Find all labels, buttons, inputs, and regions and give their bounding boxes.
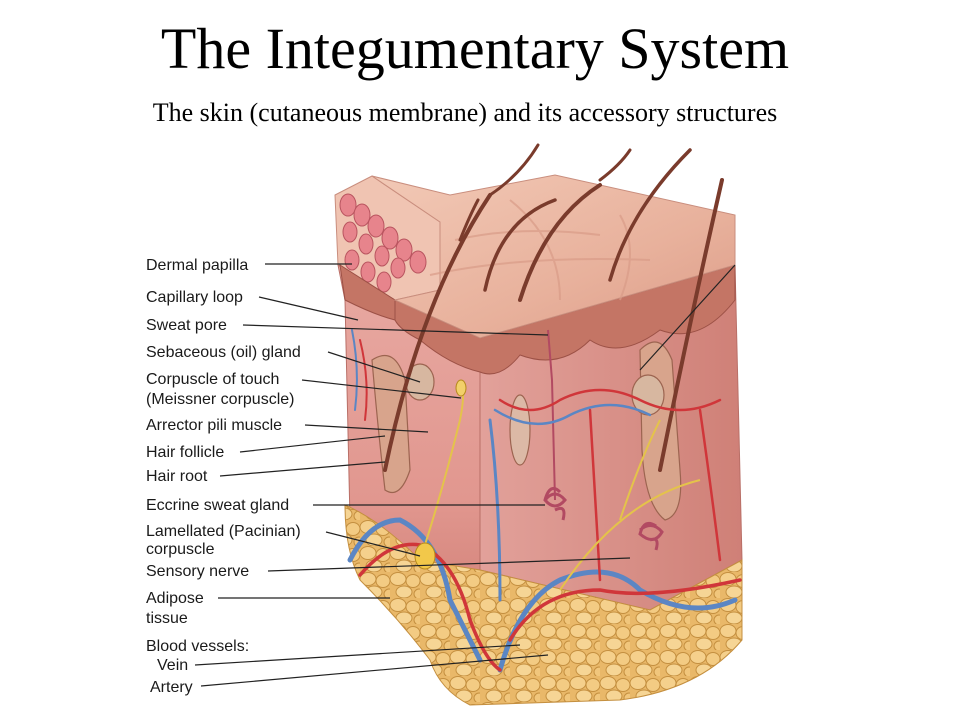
eccrine-sweat-glands bbox=[543, 329, 664, 551]
label-lamellated-corpuscle-2: corpuscle bbox=[146, 541, 215, 558]
label-adipose: Adipose bbox=[146, 590, 204, 607]
label-artery: Artery bbox=[150, 679, 193, 696]
label-capillary-loop: Capillary loop bbox=[146, 289, 243, 306]
meissner-corpuscle bbox=[455, 379, 467, 397]
slide-subtitle: The skin (cutaneous membrane) and its ac… bbox=[152, 98, 778, 127]
structure-labels: Dermal papilla Capillary loop Sweat pore… bbox=[146, 257, 301, 696]
leader-lines bbox=[194, 263, 736, 687]
label-adipose-tissue: tissue bbox=[146, 610, 188, 627]
label-sweat-pore: Sweat pore bbox=[146, 317, 227, 334]
hairs bbox=[383, 143, 724, 472]
epidermis-cutaway bbox=[334, 175, 441, 301]
label-dermal-papilla: Dermal papilla bbox=[146, 257, 248, 274]
label-hair-follicle: Hair follicle bbox=[146, 444, 224, 461]
label-corpuscle-of-touch: Corpuscle of touch bbox=[146, 371, 279, 388]
slide-title: The Integumentary System bbox=[160, 16, 790, 81]
pacinian-corpuscle bbox=[414, 542, 436, 570]
label-hair-root: Hair root bbox=[146, 468, 208, 485]
label-vein: Vein bbox=[157, 657, 188, 674]
label-lamellated-corpuscle: Lamellated (Pacinian) bbox=[146, 523, 301, 540]
label-blood-vessels: Blood vessels: bbox=[146, 638, 249, 655]
label-arrector-pili-muscle: Arrector pili muscle bbox=[146, 417, 282, 434]
label-sebaceous-gland: Sebaceous (oil) gland bbox=[146, 344, 301, 361]
label-meissner-corpuscle: (Meissner corpuscle) bbox=[146, 391, 294, 408]
skin-surface bbox=[371, 174, 736, 339]
label-sensory-nerve: Sensory nerve bbox=[146, 563, 249, 580]
label-eccrine-sweat-gland: Eccrine sweat gland bbox=[146, 497, 289, 514]
